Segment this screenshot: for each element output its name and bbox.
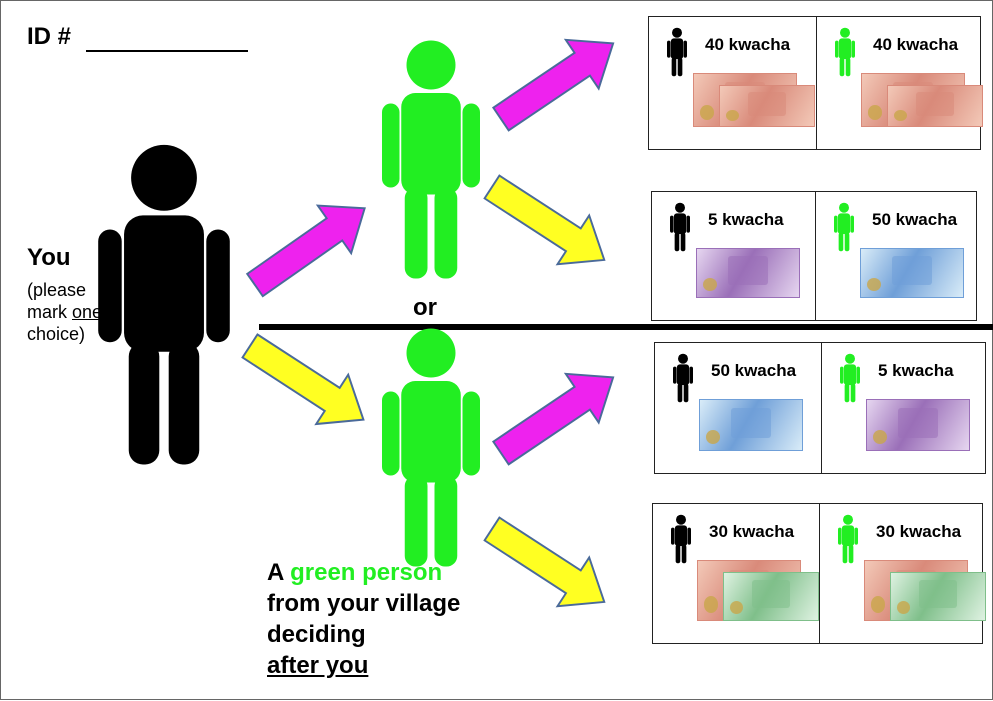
- green-person-top-icon: [382, 40, 480, 279]
- outcome-2-green-person-icon: [834, 202, 854, 252]
- outcome-1-green-person-icon: [835, 27, 855, 77]
- id-label: ID #: [27, 23, 72, 50]
- arrow-bottom-to-outcome3-icon[interactable]: [483, 352, 631, 479]
- outcome-1-you-amount: 40 kwacha: [705, 35, 791, 54]
- outcome-1-green-amount: 40 kwacha: [873, 35, 959, 54]
- outcome-4-green-cell: 30 kwacha: [819, 504, 986, 643]
- underlined-one: one: [72, 302, 103, 322]
- arrow-you-to-bottom-icon[interactable]: [233, 320, 381, 446]
- outcome-box-4[interactable]: 30 kwacha 30 kwacha: [652, 503, 986, 644]
- outcome-3-you-amount: 50 kwacha: [711, 361, 797, 380]
- outcome-3-green-person-icon: [840, 353, 860, 403]
- outcome-2-green-amount: 50 kwacha: [872, 210, 958, 229]
- outcome-1-you-person-icon: [667, 27, 687, 77]
- arrow-you-to-top-icon[interactable]: [237, 183, 383, 310]
- you-instruction: (please mark one choice): [27, 280, 103, 344]
- outcome-4-green-banknote-icon: [890, 572, 986, 621]
- outcome-3-green-banknote-icon: [866, 399, 970, 451]
- outcome-1-green-banknote-icon: [887, 85, 983, 127]
- outcome-3-green-amount: 5 kwacha: [878, 361, 954, 380]
- green-person-bottom-icon: [382, 328, 480, 567]
- outcome-3-you-banknote-icon: [699, 399, 803, 451]
- outcome-2-you-person-icon: [670, 202, 690, 252]
- outcome-1-you-cell: 40 kwacha: [649, 17, 816, 149]
- or-label: or: [413, 294, 437, 321]
- outcome-4-green-amount: 30 kwacha: [876, 522, 962, 541]
- id-write-line[interactable]: [86, 50, 248, 52]
- arrow-top-to-outcome1-icon[interactable]: [483, 18, 631, 145]
- outcome-box-3[interactable]: 50 kwacha 5 kwacha: [654, 342, 986, 474]
- outcome-4-you-banknote-icon: [723, 572, 819, 621]
- outcome-box-1[interactable]: 40 kwacha 40 kwacha: [648, 16, 983, 150]
- outcome-3-you-cell: 50 kwacha: [655, 343, 821, 473]
- outcome-4-you-cell: 30 kwacha: [653, 504, 819, 643]
- outcome-2-you-banknote-icon: [696, 248, 800, 298]
- you-label: You: [27, 244, 71, 271]
- choice-divider: [259, 324, 993, 330]
- outcome-box-2[interactable]: 5 kwacha 50 kwacha: [651, 191, 977, 321]
- outcome-3-you-person-icon: [673, 353, 693, 403]
- arrow-top-to-outcome2-icon[interactable]: [475, 161, 622, 286]
- outcome-1-you-banknote-icon: [719, 85, 815, 127]
- outcome-2-you-cell: 5 kwacha: [652, 192, 815, 320]
- outcome-3-green-cell: 5 kwacha: [821, 343, 986, 473]
- outcome-4-green-person-icon: [838, 514, 858, 564]
- after-you-text: after you: [267, 652, 369, 679]
- outcome-1-green-cell: 40 kwacha: [816, 17, 983, 149]
- you-person-icon: [98, 144, 230, 465]
- outcome-2-green-cell: 50 kwacha: [815, 192, 977, 320]
- outcome-4-you-person-icon: [671, 514, 691, 564]
- outcome-2-green-banknote-icon: [860, 248, 964, 298]
- outcome-4-you-amount: 30 kwacha: [709, 522, 795, 541]
- arrow-bottom-to-outcome4-icon[interactable]: [475, 503, 622, 628]
- outcome-2-you-amount: 5 kwacha: [708, 210, 784, 229]
